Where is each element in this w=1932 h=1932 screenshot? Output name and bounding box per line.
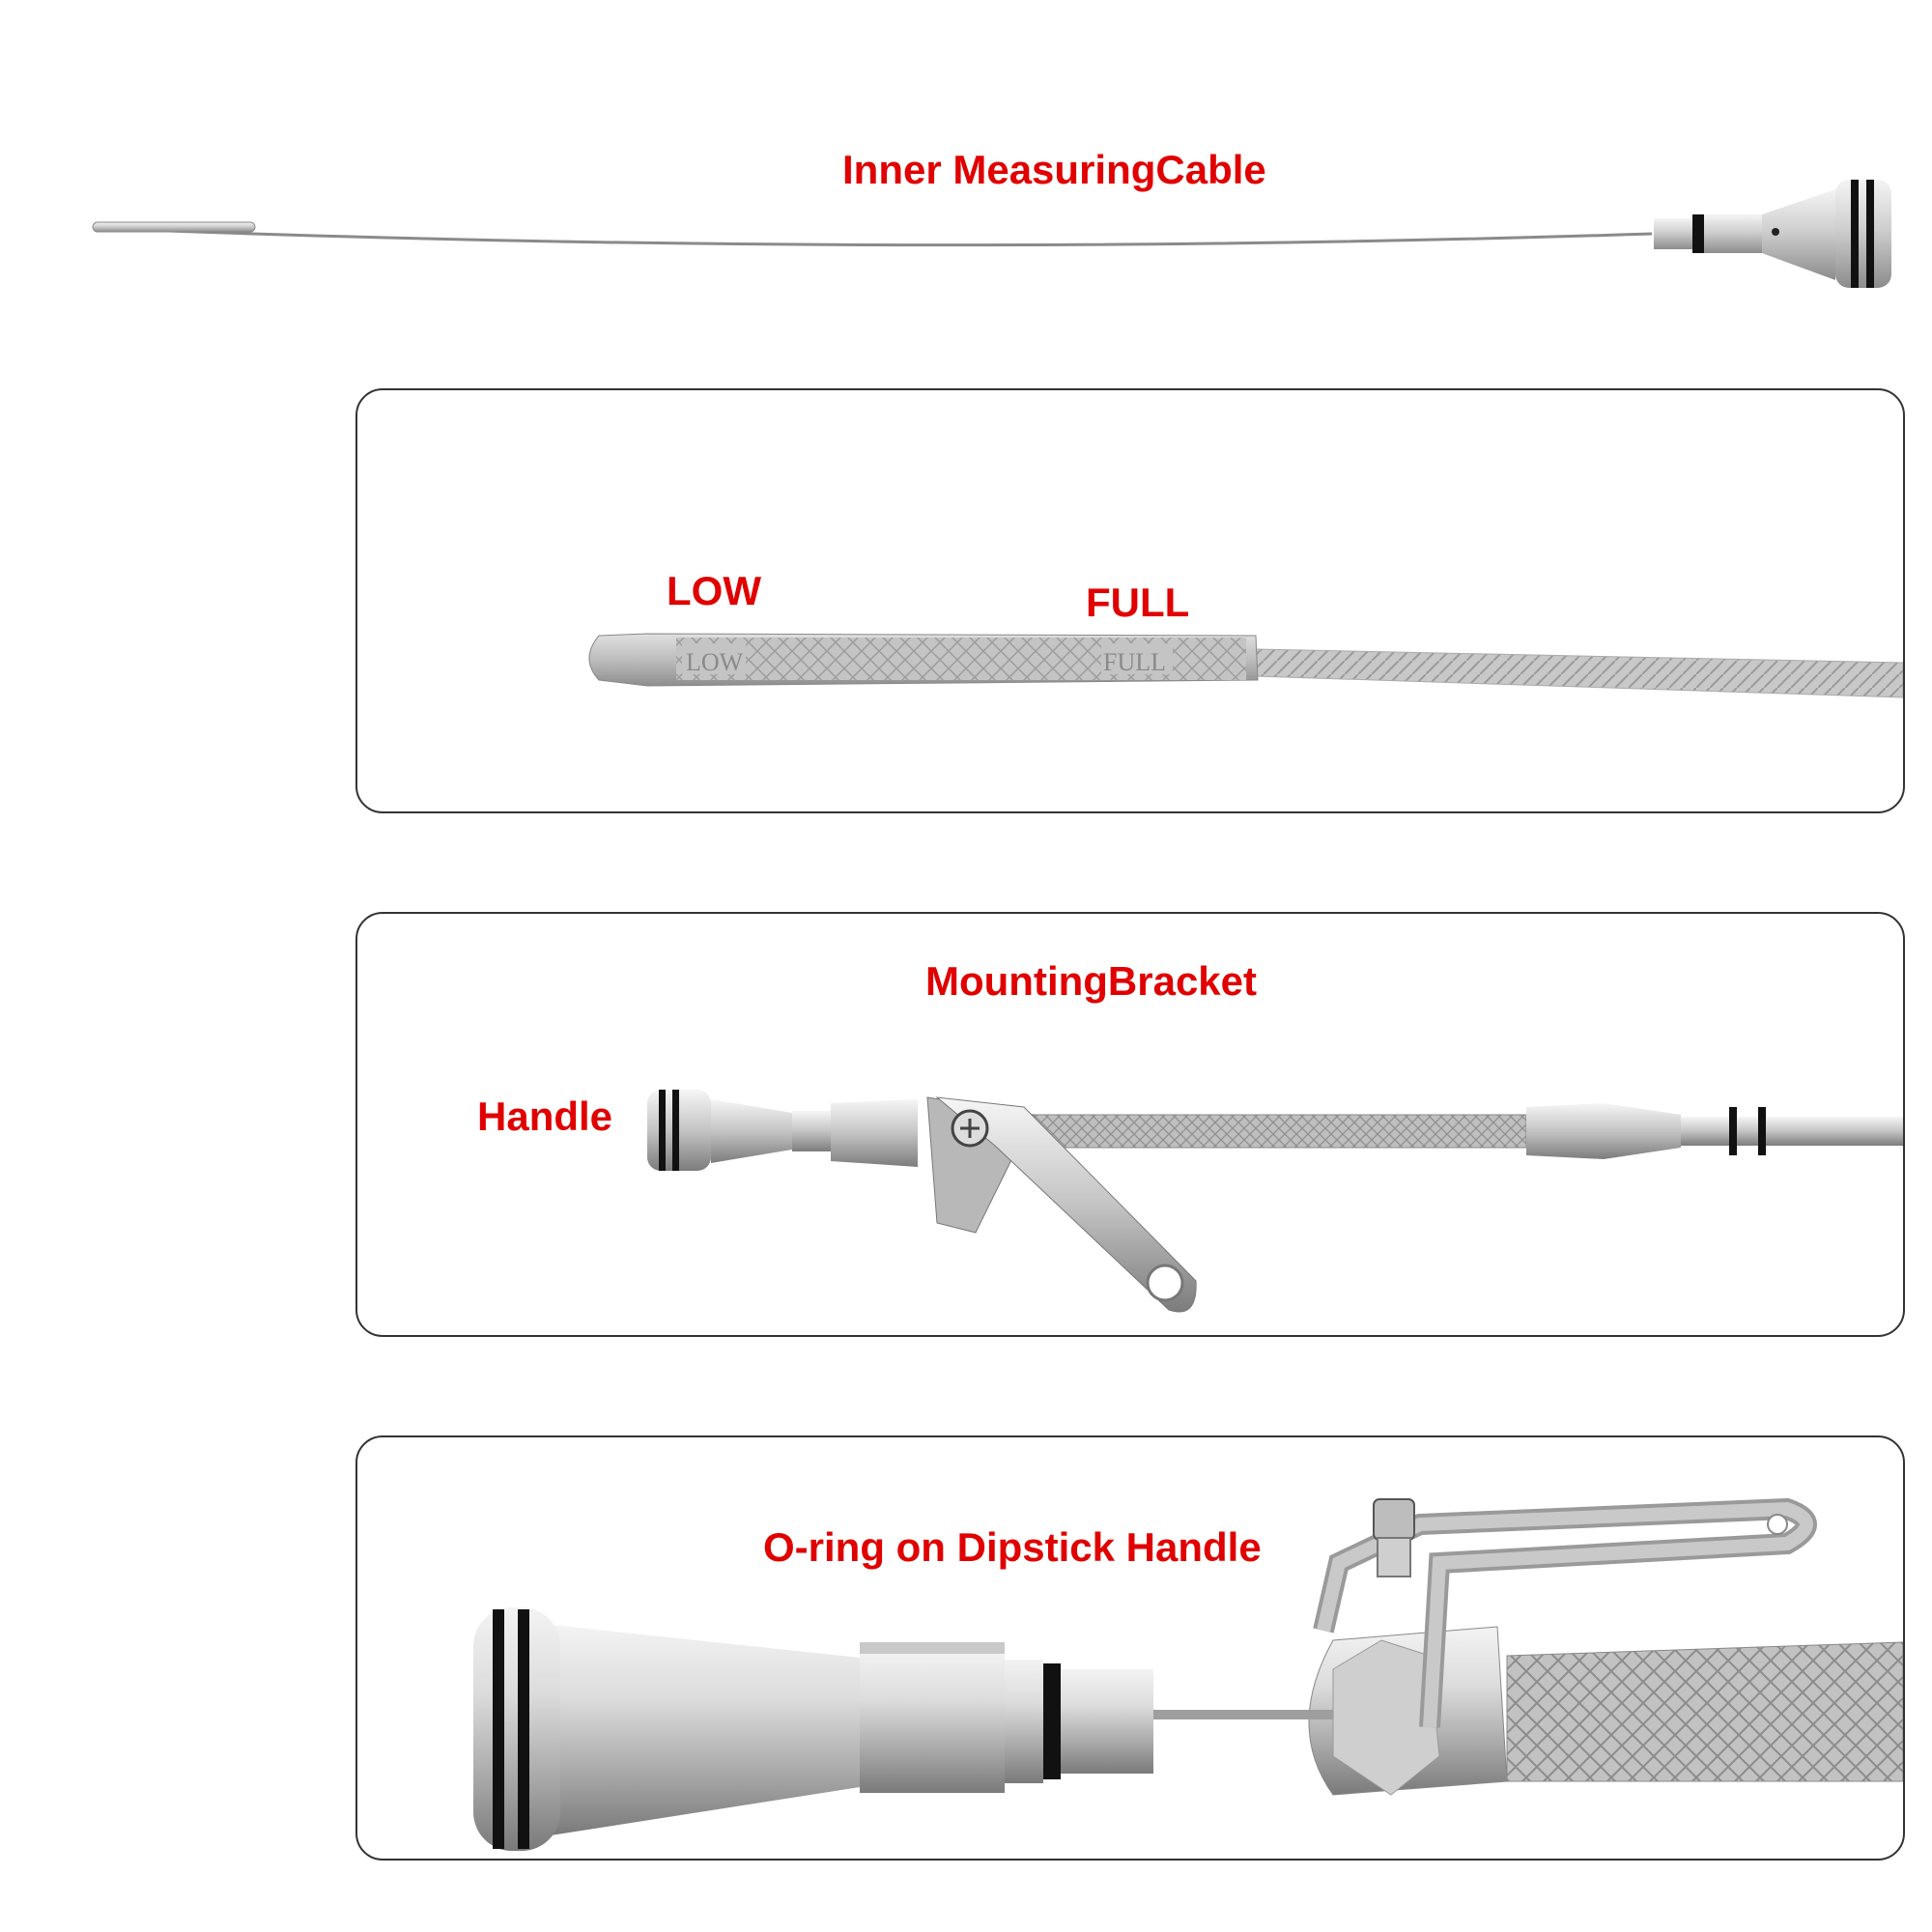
handle-bracket-image xyxy=(647,1090,1903,1313)
handle-label: Handle xyxy=(477,1094,613,1139)
mounting-bracket-label: MountingBracket xyxy=(925,958,1258,1004)
full-engraving: FULL xyxy=(1103,648,1166,676)
low-engraving: LOW xyxy=(686,648,744,676)
full-label: FULL xyxy=(1086,580,1190,625)
oring-panel: O-ring on Dipstick Handle xyxy=(355,1435,1905,1861)
dipstick-tip-image: LOW FULL xyxy=(588,633,1903,698)
mounting-bracket-panel: MountingBracket Handle xyxy=(355,912,1905,1337)
low-label: LOW xyxy=(667,568,761,613)
low-full-detail-panel: LOW FULL LOW FULL xyxy=(355,388,1905,813)
oring-label: O-ring on Dipstick Handle xyxy=(763,1524,1262,1570)
inner-measuring-cable-image xyxy=(92,180,1891,288)
oring-handle-image xyxy=(473,1497,1903,1851)
inner-cable-label: Inner MeasuringCable xyxy=(842,147,1266,192)
